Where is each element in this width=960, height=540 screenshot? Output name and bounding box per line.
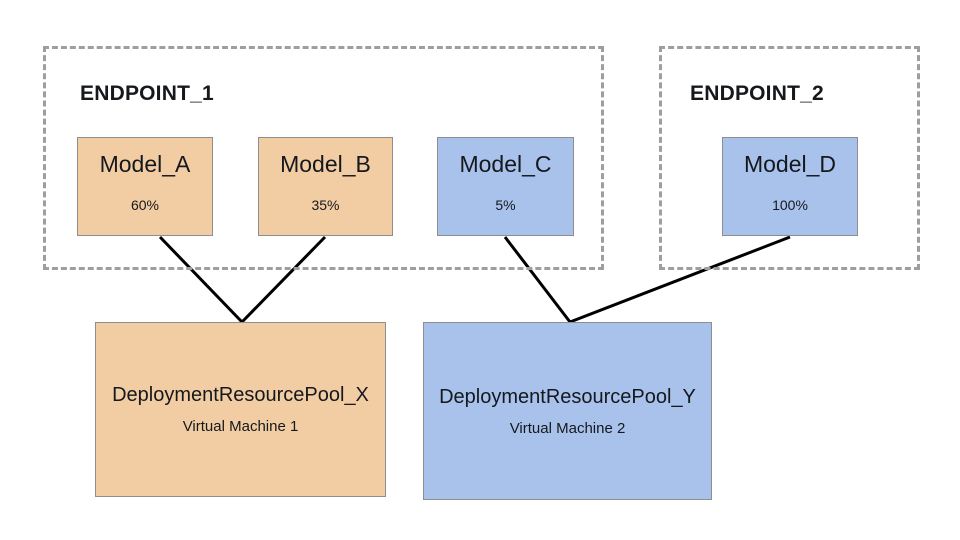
model-name-d: Model_D xyxy=(743,151,837,177)
model-box-c[interactable]: Model_C 5% xyxy=(437,137,574,236)
model-box-b[interactable]: Model_B 35% xyxy=(258,137,393,236)
model-name-a: Model_A xyxy=(99,151,191,177)
model-name-c: Model_C xyxy=(459,151,552,177)
model-traffic-split-d: 100% xyxy=(772,197,808,214)
endpoint-group-1-label: ENDPOINT_1 xyxy=(80,82,214,105)
endpoint-group-1[interactable] xyxy=(43,46,604,270)
model-box-a[interactable]: Model_A 60% xyxy=(77,137,213,236)
resource-pool-name-x: DeploymentResourcePool_X xyxy=(112,384,369,406)
endpoint-group-2-label: ENDPOINT_2 xyxy=(690,82,824,105)
model-name-b: Model_B xyxy=(280,151,371,177)
resource-pool-box-x[interactable]: DeploymentResourcePool_X Virtual Machine… xyxy=(95,322,386,497)
model-traffic-split-b: 35% xyxy=(311,197,340,214)
resource-pool-vm-x: Virtual Machine 1 xyxy=(182,418,299,435)
resource-pool-box-y[interactable]: DeploymentResourcePool_Y Virtual Machine… xyxy=(423,322,712,500)
model-traffic-split-a: 60% xyxy=(130,197,160,214)
resource-pool-vm-y: Virtual Machine 2 xyxy=(509,419,626,437)
model-box-d[interactable]: Model_D 100% xyxy=(722,137,858,236)
model-traffic-split-c: 5% xyxy=(495,197,516,214)
resource-pool-name-y: DeploymentResourcePool_Y xyxy=(439,385,696,408)
endpoint-group-2[interactable] xyxy=(659,46,920,270)
